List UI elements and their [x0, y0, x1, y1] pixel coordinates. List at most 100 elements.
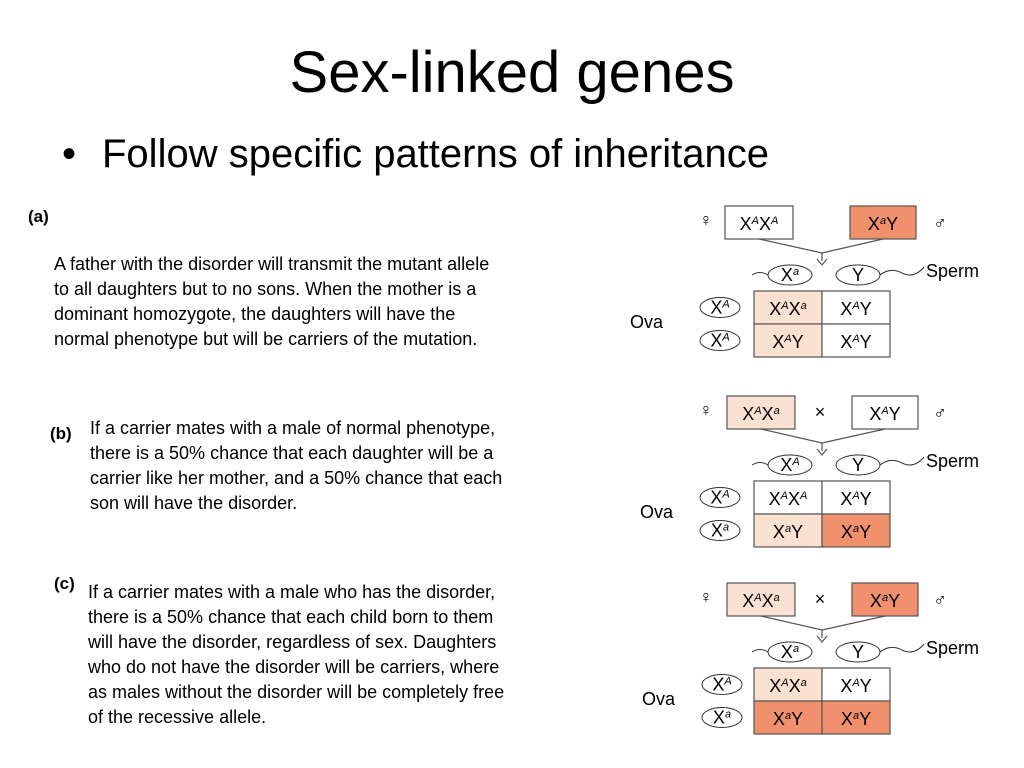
cross-symbol: × [815, 402, 826, 422]
allele-superscript: a [853, 710, 859, 722]
female-symbol-icon: ♀ [699, 210, 713, 230]
cross-lines [760, 428, 886, 444]
chromosome-letter: Y [791, 522, 803, 542]
sperm-tail [751, 462, 769, 466]
chromosome-letter: X [789, 299, 801, 319]
ovum-gamete-label: Xa [711, 521, 729, 541]
allele-superscript: a [774, 592, 780, 604]
allele-superscript: A [723, 676, 731, 688]
offspring-genotype: XaY [841, 522, 871, 542]
mother-genotype-box [724, 205, 794, 240]
allele-superscript: A [851, 490, 859, 502]
panel-text-a: A father with the disorder will transmit… [54, 252, 489, 352]
chromosome-letter: X [759, 214, 771, 234]
ovum-gamete-label: XA [712, 675, 731, 695]
chromosome-letter: X [869, 404, 881, 424]
punnett-cell [753, 667, 823, 702]
sperm-gamete-label: Y [852, 455, 864, 475]
ovum-gamete-oval [701, 674, 743, 695]
allele-superscript: a [774, 405, 780, 417]
chromosome-letter: X [780, 455, 792, 475]
offspring-genotype: XaY [773, 709, 803, 729]
chromosome-letter: Y [792, 332, 804, 352]
text-line: there is a 50% chance that each daughter… [90, 443, 494, 463]
allele-superscript: a [793, 643, 799, 655]
ovum-gamete-label: XA [710, 488, 729, 508]
chromosome-letter: Y [889, 404, 901, 424]
ova-label: Ova [642, 689, 676, 709]
allele-superscript: a [880, 215, 886, 227]
chromosome-letter: Y [859, 522, 871, 542]
female-symbol-icon: ♀ [699, 587, 713, 607]
offspring-genotype: XAY [772, 332, 803, 352]
punnett-cell [753, 513, 823, 548]
bullet-text: Follow specific patterns of inheritance [102, 132, 769, 176]
mother-genotype: XAXa [742, 591, 780, 611]
chromosome-letter: X [712, 675, 724, 695]
father-genotype: XaY [870, 591, 900, 611]
allele-superscript: a [723, 522, 729, 534]
ovum-gamete-label: XA [710, 298, 729, 318]
male-symbol-icon: ♂ [933, 213, 947, 233]
chromosome-letter: X [773, 709, 785, 729]
allele-superscript: A [721, 299, 729, 311]
chromosome-letter: X [762, 591, 774, 611]
chromosome-letter: Y [859, 709, 871, 729]
text-line: If a carrier mates with a male of normal… [90, 418, 496, 438]
father-genotype-box [851, 395, 919, 430]
punnett-cell [821, 667, 891, 702]
text-line: of the recessive allele. [88, 707, 267, 727]
panel-label-c: (c) [54, 574, 75, 593]
chromosome-letter: Y [791, 709, 803, 729]
chromosome-letter: X [841, 522, 853, 542]
sperm-gamete-label: Xa [781, 642, 799, 662]
allele-superscript: a [785, 710, 791, 722]
chromosome-letter: X [742, 404, 754, 424]
allele-superscript: A [753, 405, 761, 417]
allele-superscript: A [751, 215, 759, 227]
father-genotype: XAY [869, 404, 900, 424]
offspring-genotype: XAY [840, 489, 871, 509]
offspring-genotype: XAY [840, 332, 871, 352]
chromosome-letter: X [713, 708, 725, 728]
chromosome-letter: X [773, 522, 785, 542]
offspring-genotype: XaY [773, 522, 803, 542]
mother-genotype: XAXa [742, 404, 780, 424]
sperm-label: Sperm [926, 261, 979, 281]
allele-superscript: a [725, 709, 731, 721]
chromosome-letter: X [789, 676, 801, 696]
allele-superscript: A [783, 333, 791, 345]
punnett-cell [821, 323, 891, 358]
allele-superscript: a [785, 523, 791, 535]
text-line: normal phenotype but will be carriers of… [54, 329, 478, 349]
ovum-gamete-oval [699, 297, 741, 318]
sperm-label: Sperm [926, 638, 979, 658]
cross-arrow-head [816, 635, 828, 643]
allele-superscript: a [801, 300, 807, 312]
chromosome-letter: X [742, 591, 754, 611]
chromosome-letter: Y [860, 489, 872, 509]
allele-superscript: a [793, 266, 799, 278]
text-line: dominant homozygote, the daughters will … [54, 304, 456, 324]
sperm-gamete-label: Xa [781, 265, 799, 285]
text-line: as males without the disorder will be co… [88, 682, 505, 702]
text-line: there is a 50% chance that each child bo… [88, 607, 494, 627]
ova-label: Ova [630, 312, 664, 332]
mother-genotype: XAXA [740, 214, 779, 234]
sperm-tail [879, 266, 925, 276]
chromosome-letter: Y [886, 214, 898, 234]
chromosome-letter: X [711, 521, 723, 541]
bullet-dot-icon: • [62, 132, 77, 176]
chromosome-letter: X [840, 676, 852, 696]
cross-arrow-head [816, 258, 828, 266]
sperm-gamete-label: XA [780, 455, 799, 475]
chromosome-letter: X [840, 332, 852, 352]
bullet-point: • Follow specific patterns of inheritance [62, 128, 769, 180]
chromosome-letter: X [868, 214, 880, 234]
text-line: carrier like her mother, and a 50% chanc… [90, 468, 503, 488]
sperm-tail [879, 456, 925, 466]
punnett-cell [753, 323, 823, 358]
offspring-genotype: XAXa [769, 299, 807, 319]
cross-lines [758, 238, 884, 254]
